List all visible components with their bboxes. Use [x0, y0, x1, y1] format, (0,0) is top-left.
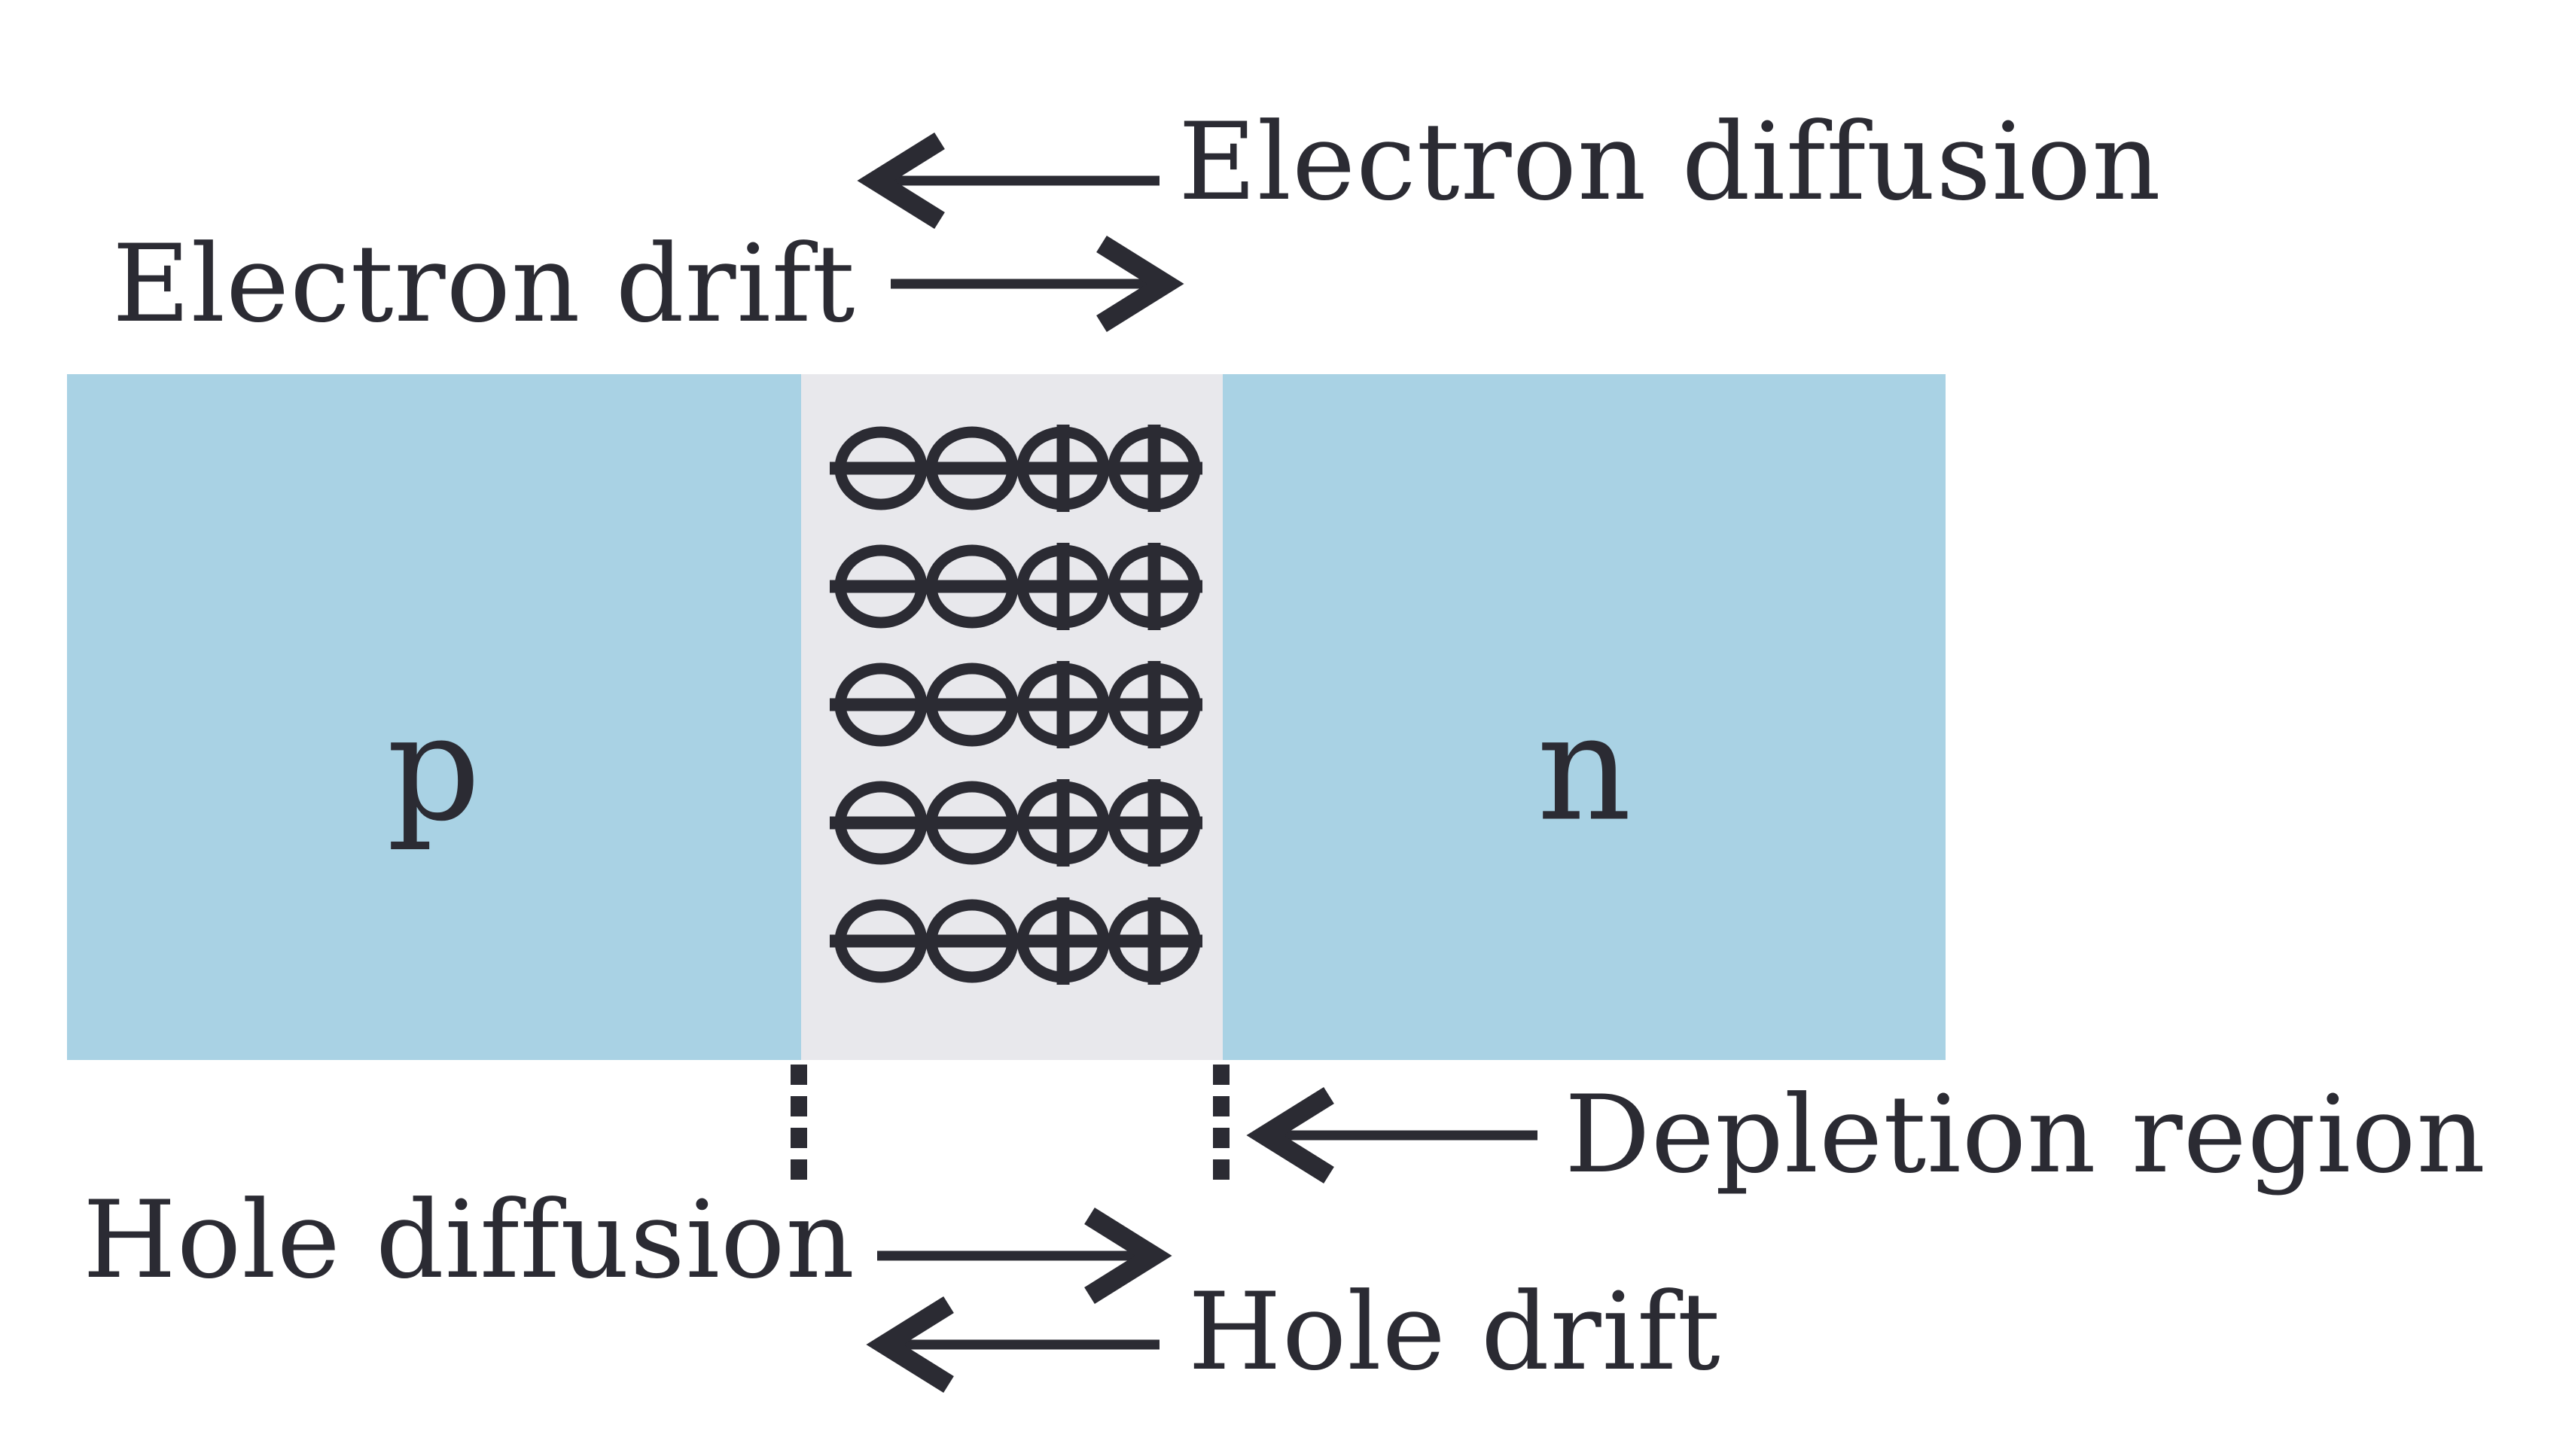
depletion-region-arrow-head — [1246, 1086, 1334, 1184]
hole-diffusion-arrow-head — [1084, 1207, 1172, 1305]
n-region-rect — [1223, 374, 1946, 1060]
depletion-region-label: Depletion region — [1565, 1073, 2486, 1197]
hole-drift-arrow-head — [866, 1296, 954, 1394]
n-region-label: n — [1537, 682, 1632, 854]
p-region-label: p — [386, 682, 481, 854]
hole-diffusion-label: Hole diffusion — [83, 1178, 856, 1302]
electron-drift-arrow-head — [1096, 235, 1184, 333]
electron-diffusion-label: Electron diffusion — [1178, 100, 2162, 224]
electron-drift-label: Electron drift — [112, 222, 856, 346]
electron-diffusion-arrow-head — [857, 132, 945, 230]
p-region-rect — [67, 374, 801, 1060]
hole-drift-label: Hole drift — [1188, 1270, 1721, 1394]
